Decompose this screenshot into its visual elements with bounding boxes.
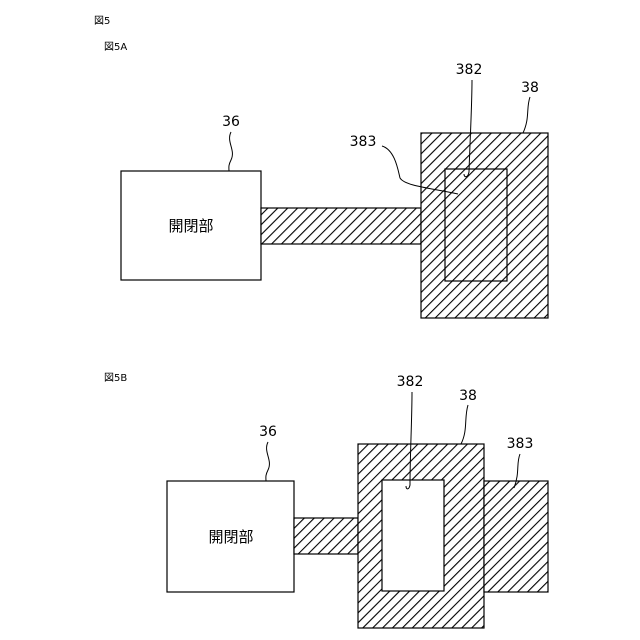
panel-b-connector xyxy=(294,518,358,554)
panel-b-ref-383: 383 xyxy=(507,436,534,452)
figure-title: 図5 xyxy=(94,15,110,27)
panel-a-ref-383: 383 xyxy=(350,134,377,150)
panel-a-ref-382: 382 xyxy=(456,62,483,78)
panel-a-inner-element xyxy=(445,169,507,281)
panel-b-ref-38: 38 xyxy=(459,388,477,404)
panel-b: 図5B 開閉部 36 38 382 383 xyxy=(104,372,548,628)
panel-b-inner-window xyxy=(382,480,444,591)
panel-a-leader-38 xyxy=(523,97,530,133)
panel-a-unit-label: 開閉部 xyxy=(168,217,213,235)
panel-b-hatched-element xyxy=(484,481,548,592)
panel-b-label: 図5B xyxy=(104,372,127,384)
panel-b-unit-label: 開閉部 xyxy=(208,528,253,546)
panel-b-ref-382: 382 xyxy=(397,374,424,390)
panel-a-leader-36 xyxy=(229,132,233,171)
panel-a-label: 図5A xyxy=(104,41,127,53)
panel-a-ref-38: 38 xyxy=(521,80,539,96)
panel-a-ref-36: 36 xyxy=(222,114,240,130)
panel-b-ref-36: 36 xyxy=(259,424,277,440)
panel-b-leader-36 xyxy=(266,442,270,481)
panel-a: 図5A 開閉部 36 38 382 383 xyxy=(104,41,548,318)
panel-a-connector xyxy=(261,208,421,244)
panel-b-leader-38 xyxy=(461,405,468,444)
